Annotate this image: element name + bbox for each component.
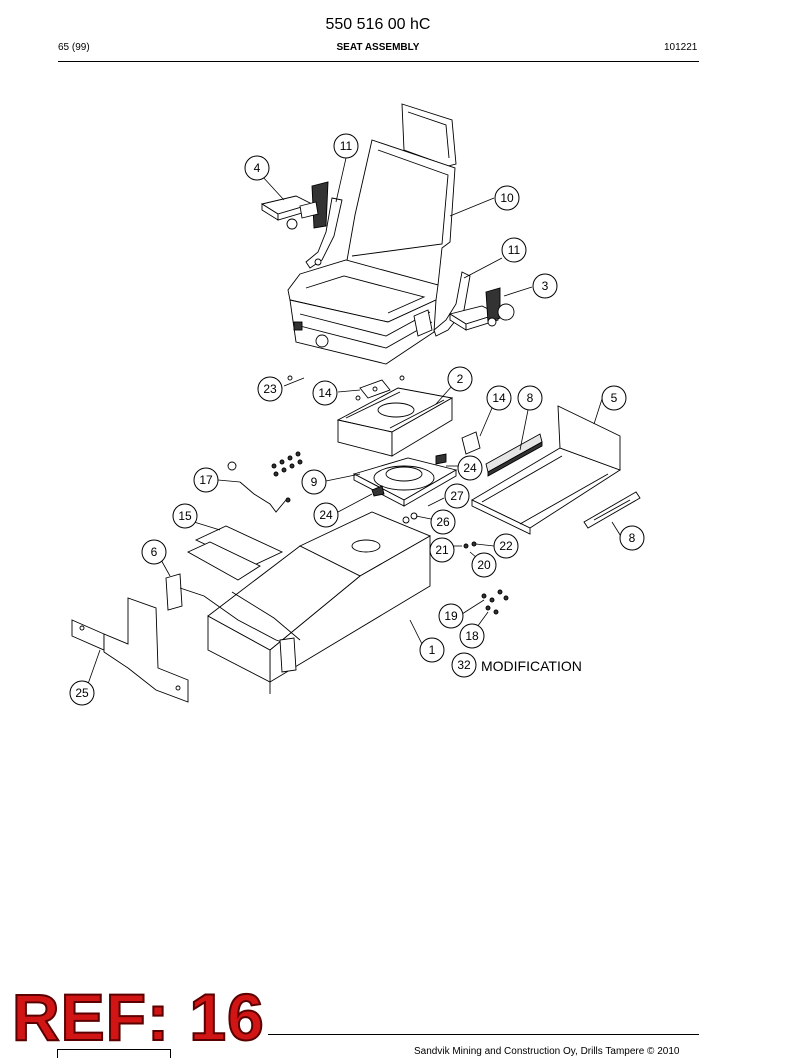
callout-14b[interactable]: 14 <box>486 385 512 411</box>
footer-copyright: Sandvik Mining and Construction Oy, Dril… <box>414 1046 680 1057</box>
callout-9[interactable]: 9 <box>301 469 327 495</box>
footer-rule <box>268 1034 699 1035</box>
callout-1[interactable]: 1 <box>419 637 445 663</box>
callout-label: 18 <box>465 629 479 643</box>
callout-label: 11 <box>340 139 353 153</box>
plate-left-illustration <box>359 379 391 399</box>
callout-label: 20 <box>477 558 491 572</box>
callout-label: 10 <box>500 191 514 205</box>
plate-right-illustration <box>461 431 481 455</box>
header-rule <box>58 61 699 62</box>
callout-label: 19 <box>444 609 458 623</box>
bolt-cluster-upper <box>271 451 303 503</box>
callout-label: 1 <box>429 643 436 657</box>
callout-32[interactable]: 32 <box>451 652 477 678</box>
callout-label: 14 <box>492 391 506 405</box>
callout-22[interactable]: 22 <box>493 533 519 559</box>
company-logo-icon <box>57 1049 171 1058</box>
callout-label: 21 <box>435 543 449 557</box>
tray-illustration <box>471 405 622 535</box>
callout-20[interactable]: 20 <box>471 552 497 578</box>
callout-6[interactable]: 6 <box>141 539 167 565</box>
callout-4[interactable]: 4 <box>244 155 270 181</box>
callout-label: 8 <box>527 391 534 405</box>
callout-15[interactable]: 15 <box>172 503 198 529</box>
callout-5[interactable]: 5 <box>601 385 627 411</box>
slide-rail-lower-illustration <box>583 491 641 529</box>
armrest-right-illustration <box>448 287 515 331</box>
callout-24a[interactable]: 24 <box>457 455 483 481</box>
callout-24b[interactable]: 24 <box>313 502 339 528</box>
callout-label: 22 <box>499 539 513 553</box>
callout-19[interactable]: 19 <box>438 603 464 629</box>
callout-label: 15 <box>178 509 192 523</box>
callout-label: 32 <box>457 658 471 672</box>
callout-label: 2 <box>457 372 464 386</box>
armrest-bracket-left-illustration <box>305 197 343 269</box>
callout-8b[interactable]: 8 <box>619 525 645 551</box>
callout-label: 11 <box>508 243 521 257</box>
callout-label: 17 <box>199 473 213 487</box>
support-bracket-illustration <box>165 573 297 673</box>
callout-10[interactable]: 10 <box>494 185 520 211</box>
modification-label: MODIFICATION <box>481 658 582 674</box>
callout-label: 6 <box>151 545 158 559</box>
callout-17[interactable]: 17 <box>193 467 219 493</box>
callout-27[interactable]: 27 <box>444 483 470 509</box>
document-number: 550 516 00 hC <box>325 16 431 33</box>
armrest-bracket-right-illustration <box>433 271 471 337</box>
callout-25[interactable]: 25 <box>69 680 95 706</box>
callout-18[interactable]: 18 <box>459 623 485 649</box>
callout-3[interactable]: 3 <box>532 273 558 299</box>
callout-26[interactable]: 26 <box>430 509 456 535</box>
callout-label: 3 <box>542 279 549 293</box>
callout-label: 25 <box>75 686 89 700</box>
fasteners-misc <box>287 375 509 615</box>
ref-stamp: REF: 16 <box>11 980 265 1054</box>
callout-14a[interactable]: 14 <box>312 380 338 406</box>
document-date: 101221 <box>664 42 698 53</box>
callout-label: 4 <box>254 161 261 175</box>
callout-label: 9 <box>311 475 318 489</box>
callout-label: 14 <box>318 386 332 400</box>
armrest-left-illustration <box>260 181 329 230</box>
callout-label: 24 <box>463 461 477 475</box>
callout-label: 5 <box>611 391 618 405</box>
page-title: SEAT ASSEMBLY <box>336 42 420 53</box>
slide-rail-upper-illustration <box>485 433 543 477</box>
swivel-illustration <box>352 453 458 507</box>
callout-21[interactable]: 21 <box>429 537 455 563</box>
handle-illustration <box>227 461 287 513</box>
callout-8a[interactable]: 8 <box>517 385 543 411</box>
callout-label: 23 <box>263 382 277 396</box>
callout-label: 24 <box>319 508 333 522</box>
callout-23[interactable]: 23 <box>257 376 283 402</box>
page-count: 65 (99) <box>58 42 90 53</box>
bracket-plate-illustration <box>71 597 189 703</box>
callout-11b[interactable]: 11 <box>501 237 527 263</box>
callout-2[interactable]: 2 <box>447 366 473 392</box>
mat-illustration <box>187 525 284 581</box>
callout-label: 27 <box>450 489 464 503</box>
callout-label: 26 <box>436 515 450 529</box>
adapter-plate-illustration <box>336 387 454 457</box>
callout-11a[interactable]: 11 <box>333 133 359 159</box>
callout-label: 8 <box>629 531 636 545</box>
seat-illustration <box>287 103 457 365</box>
